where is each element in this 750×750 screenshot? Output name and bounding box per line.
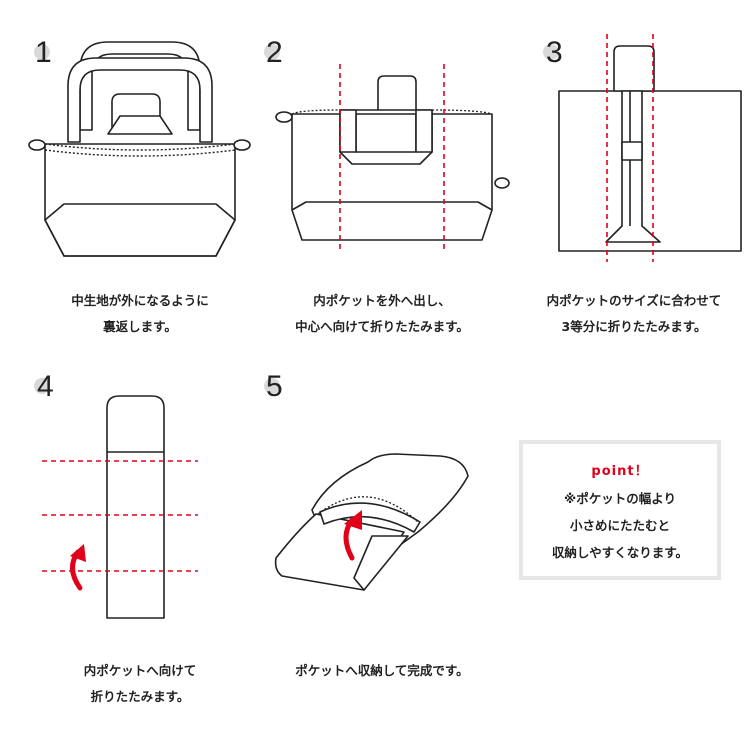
caption-line: 裏返します。 — [103, 319, 177, 334]
step-number: 5 — [266, 370, 283, 403]
fold-direction-arrow-icon — [70, 544, 86, 591]
pocket-stored-illustration — [274, 453, 469, 591]
caption-line: 内ポケットを外へ出し、 — [313, 293, 451, 308]
tip-title: point！ — [591, 464, 649, 479]
step-caption: ポケットへ収納して完成です。 — [262, 658, 502, 684]
step-number: 4 — [37, 370, 54, 403]
tip-line: 小さめにたたむと — [569, 518, 670, 533]
caption-line: 中生地が外になるように — [71, 293, 209, 308]
pocket-folding-illustration — [275, 64, 510, 252]
step-caption: 内ポケットのサイズに合わせて 3等分に折りたたみます。 — [518, 288, 750, 340]
tote-bag-inside-out-illustration — [28, 41, 251, 257]
step-number-shadow — [34, 44, 50, 60]
caption-line: 内ポケットへ向けて — [83, 663, 197, 678]
caption-line: 3等分に折りたたみます。 — [561, 319, 707, 334]
caption-line: ポケットへ収納して完成です。 — [295, 663, 469, 678]
step-number-shadow — [543, 44, 559, 60]
step-number-shadow — [264, 44, 280, 60]
step-number: 1 — [35, 36, 52, 69]
step-caption: 内ポケットへ向けて 折りたたみます。 — [20, 658, 260, 710]
step-number-shadow — [34, 378, 50, 394]
step-caption: 中生地が外になるように 裏返します。 — [20, 288, 260, 340]
insert-direction-arrow-icon — [343, 510, 362, 561]
tip-line: 収納しやすくなります。 — [551, 545, 689, 560]
three-fold-illustration — [558, 34, 742, 262]
step-caption: 内ポケットを外へ出し、 中心へ向けて折りたたみます。 — [262, 288, 502, 340]
caption-line: 中心へ向けて折りたたみます。 — [295, 319, 469, 334]
tip-box: point！ ※ポケットの幅より 小さめにたたむと 収納しやすくなります。 — [519, 440, 721, 580]
caption-line: 内ポケットのサイズに合わせて — [546, 293, 722, 308]
step-number: 2 — [266, 36, 283, 69]
fold-to-pocket-illustration — [42, 395, 198, 619]
step-number: 3 — [546, 36, 563, 69]
tip-line: ※ポケットの幅より — [564, 491, 676, 506]
caption-line: 折りたたみます。 — [90, 689, 190, 704]
step-number-shadow — [264, 378, 280, 394]
